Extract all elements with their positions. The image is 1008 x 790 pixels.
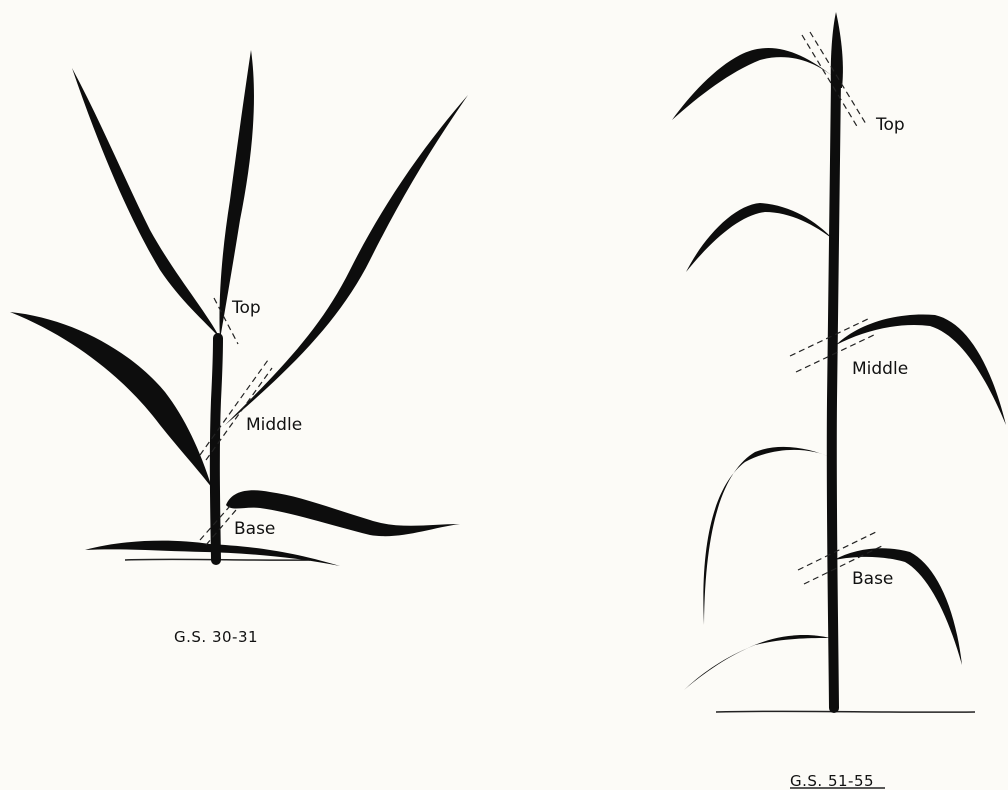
left-label-middle: Middle [246,415,302,435]
left-leaf-far-left [10,312,212,488]
right-ground-line [716,711,975,712]
right-top-marker-1 [802,35,858,128]
left-caption: G.S. 30-31 [174,628,258,646]
left-stem [215,338,218,560]
left-plant: Top Middle Base G.S. 30-31 [10,50,468,646]
right-label-top: Top [875,115,905,135]
left-leaf-upper-left [72,68,220,338]
right-leaf-base-right [834,548,962,665]
right-stem [832,80,836,708]
right-leaf-bottom-left [684,635,830,690]
left-label-base: Base [234,519,275,539]
right-leaf-lower-left [703,447,832,625]
left-leaf-right [225,95,468,425]
right-leaf-upper-left [686,203,834,272]
right-plant: Top Middle Base G.S. 51-55 [672,12,1006,790]
right-leaf-flag [672,48,835,120]
right-label-base: Base [852,569,893,589]
left-label-top: Top [231,298,261,318]
left-leaf-center-top [219,50,253,340]
right-label-middle: Middle [852,359,908,379]
